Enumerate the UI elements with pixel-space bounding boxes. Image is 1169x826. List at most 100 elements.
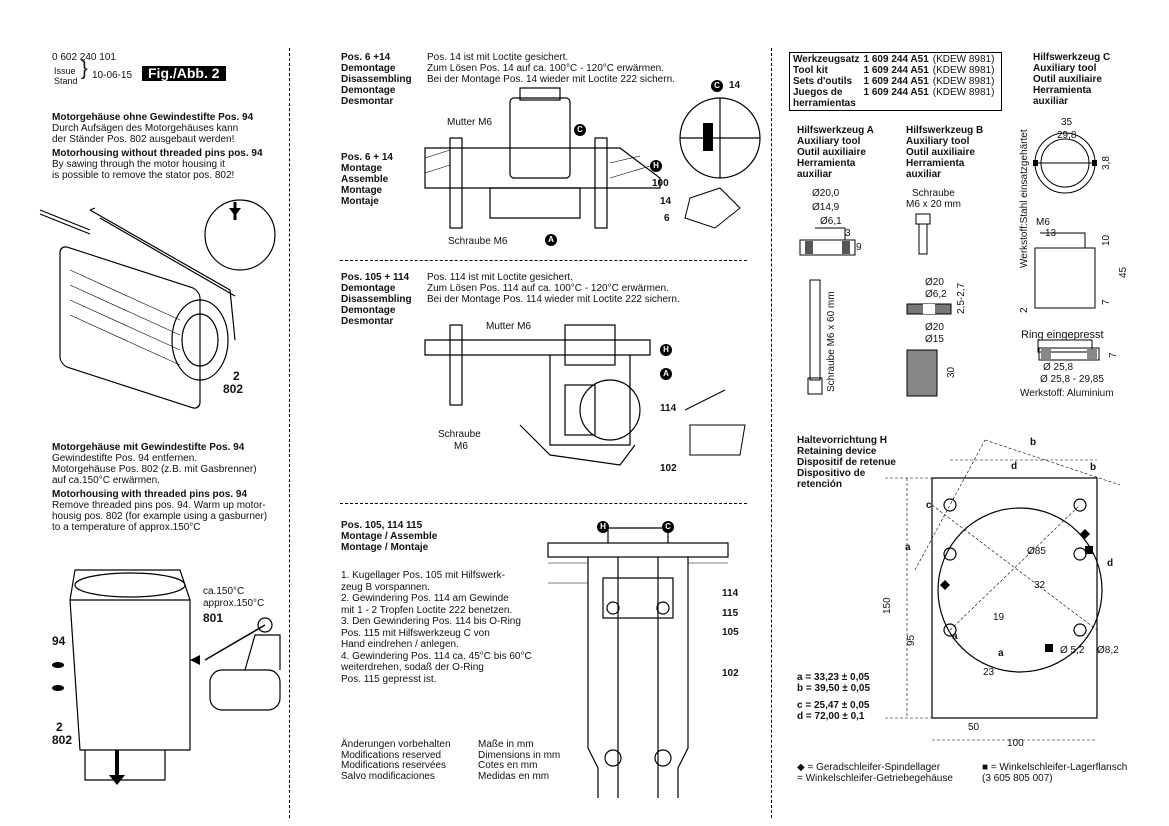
kit-number: 1 609 244 A51 <box>863 76 929 87</box>
dim-b-25: 2,5-2,7 <box>956 282 967 314</box>
temp-de: ca.150°C <box>203 586 245 597</box>
dim-c-45: 45 <box>1118 266 1129 278</box>
heading-line: retención <box>797 479 843 490</box>
heading-line: Auxiliary tool <box>1033 63 1097 74</box>
text-line: Pos. 14 ist mit Loctite gesichert. <box>427 52 569 63</box>
heading-line: Outil auxiliaire <box>797 147 866 158</box>
long-screw-drawing <box>807 279 823 395</box>
heading-line: Hilfswerkzeug A <box>797 125 874 136</box>
long-screw-label: Schraube M6 x 60 mm <box>826 291 837 392</box>
note-line: Maße in mm <box>478 739 534 750</box>
kit-label: Sets d'outils <box>793 76 853 87</box>
retaining-device-drawing <box>885 439 1121 741</box>
op-label: Disassembling <box>341 294 412 305</box>
panel1-text: Pos. 14 ist mit Loctite gesichert. Zum L… <box>427 52 675 85</box>
dim-ring-range: Ø 25,8 - 29,85 <box>1040 374 1104 385</box>
text-line: Bei der Montage Pos. 14 wieder mit Locti… <box>427 74 675 85</box>
kit-label: herramientas <box>793 98 856 109</box>
column-divider-1 <box>289 48 291 818</box>
dim-c-2: 2 <box>1019 307 1030 313</box>
text-line: to a temperature of approx.150°C <box>52 522 201 533</box>
op-label: Montaje <box>341 196 379 207</box>
value-line: b = 39,50 ± 0,05 <box>797 683 871 694</box>
label-802-bottom: 802 <box>52 733 73 747</box>
tool-b-screw-drawing <box>915 213 931 255</box>
op-label: Demontage <box>341 63 396 74</box>
spindle-drawing-1 <box>424 87 761 229</box>
retaining-device-heading: Haltevorrichtung H Retaining device Disp… <box>797 435 896 490</box>
circle-h-icon: H <box>597 521 609 533</box>
dim-h-a2: a <box>952 631 958 642</box>
dim-b-d20: Ø20 <box>925 277 944 288</box>
dim-h-32: 32 <box>1034 580 1046 591</box>
tool-c-callout-3: C <box>662 521 674 533</box>
panel1-ops: Pos. 6 +14 Demontage Disassembling Demon… <box>341 52 412 107</box>
dim-a-9: 9 <box>856 242 862 253</box>
label-102: 102 <box>660 463 677 474</box>
section-title-en: Motorhousing without threaded pins pos. … <box>52 148 263 159</box>
section-title-de: Motorgehäuse ohne Gewindestifte Pos. 94 <box>52 112 254 123</box>
text-line: Gewindestifte Pos. 94 entfernen. <box>52 453 198 464</box>
heading-line: auxiliar <box>906 169 942 180</box>
heading-line: Hilfswerkzeug C <box>1033 52 1111 63</box>
dim-b-d20b: Ø20 <box>925 322 944 333</box>
dim-h-95: 95 <box>906 634 917 646</box>
dim-h-150: 150 <box>882 597 893 614</box>
text-line: By sawing through the motor housing it <box>52 159 225 170</box>
note-line: Cotes en mm <box>478 760 538 771</box>
changes-note: Änderungen vorbehalten Modifications res… <box>341 739 451 782</box>
label-102-b: 102 <box>722 668 739 679</box>
dim-h-50: 50 <box>968 722 980 733</box>
dim-a-d61: Ø6,1 <box>820 216 842 227</box>
schraube-label: Schraube <box>438 429 481 440</box>
label-114: 114 <box>660 403 677 414</box>
saw-housing-drawing <box>39 199 276 409</box>
step-line: mit 1 - 2 Tropfen Loctite 222 benetzen. <box>341 604 513 616</box>
temp-en: approx.150°C <box>203 598 265 609</box>
value-line: c = 25,47 ± 0,05 <box>797 700 870 711</box>
panel3-ops: Pos. 105, 114 115 Montage / Assemble Mon… <box>341 520 437 553</box>
kit-code: (KDEW 8981) <box>932 54 995 65</box>
heading-line: Haltevorrichtung H <box>797 435 888 446</box>
text-line: housig pos. 802 (for example using a gas… <box>52 511 268 522</box>
text-line: Bei der Montage Pos. 114 wieder mit Loct… <box>427 294 680 305</box>
kit-code: (KDEW 8981) <box>932 87 995 98</box>
part-number: 0 602 240 101 <box>52 52 116 63</box>
step-line: 4. Gewindering Pos. 114 ca. 45°C bis 60°… <box>341 650 532 662</box>
label-14: 14 <box>660 196 672 207</box>
heading-line: Dispositif de retenue <box>797 457 896 468</box>
circle-a-icon: A <box>660 368 672 380</box>
pos-label: Pos. 105 + 114 <box>341 272 410 283</box>
tool-h-callout: H <box>650 160 662 172</box>
circle-a-icon: A <box>545 234 557 246</box>
heading-line: Herramienta <box>1033 85 1092 96</box>
step-line: 2. Gewindering Pos. 114 am Gewinde <box>341 593 509 604</box>
dim-ring-258: Ø 25,8 <box>1043 362 1074 373</box>
brace: } <box>81 58 88 80</box>
op-label: Demontage <box>341 283 396 294</box>
op-label: Montage <box>341 185 383 196</box>
op-label: Montage / Montaje <box>341 542 429 553</box>
tool-b-washer-drawing <box>906 303 952 315</box>
dim-h-100: 100 <box>1007 738 1024 749</box>
label-6: 6 <box>664 213 670 224</box>
legend-square: ■ = Winkelschleifer-Lagerflansch (3 605 … <box>982 762 1127 784</box>
tool-a-drawing <box>799 227 856 256</box>
assembly-steps: 1. Kugellager Pos. 105 mit Hilfswerk- ze… <box>341 570 532 685</box>
dim-c-13: 13 <box>1045 228 1057 239</box>
text-line: Pos. 114 ist mit Loctite gesichert. <box>427 272 573 283</box>
step-line: Pos. 115 mit Hilfswerkzeug C von <box>341 627 490 639</box>
step-line: 1. Kugellager Pos. 105 mit Hilfswerk- <box>341 570 505 581</box>
heading-line: Dispositivo de <box>797 468 866 479</box>
tool-a-heading: Hilfswerkzeug A Auxiliary tool Outil aux… <box>797 125 874 180</box>
dim-c-35: 35 <box>1061 117 1073 128</box>
schraube-label: Schraube <box>912 188 955 199</box>
label-100: 100 <box>652 178 669 189</box>
legend-diamond: ◆ = Geradschleifer-Spindellager = Winkel… <box>797 762 953 784</box>
panel2-ops: Pos. 105 + 114 Demontage Disassembling D… <box>341 272 412 327</box>
label-2-top: 2 <box>233 369 240 383</box>
note-line: Salvo modificaciones <box>341 770 435 782</box>
circle-c-icon: C <box>711 80 723 92</box>
ring-drawing <box>1038 347 1100 361</box>
op-label: Disassembling <box>341 74 412 85</box>
